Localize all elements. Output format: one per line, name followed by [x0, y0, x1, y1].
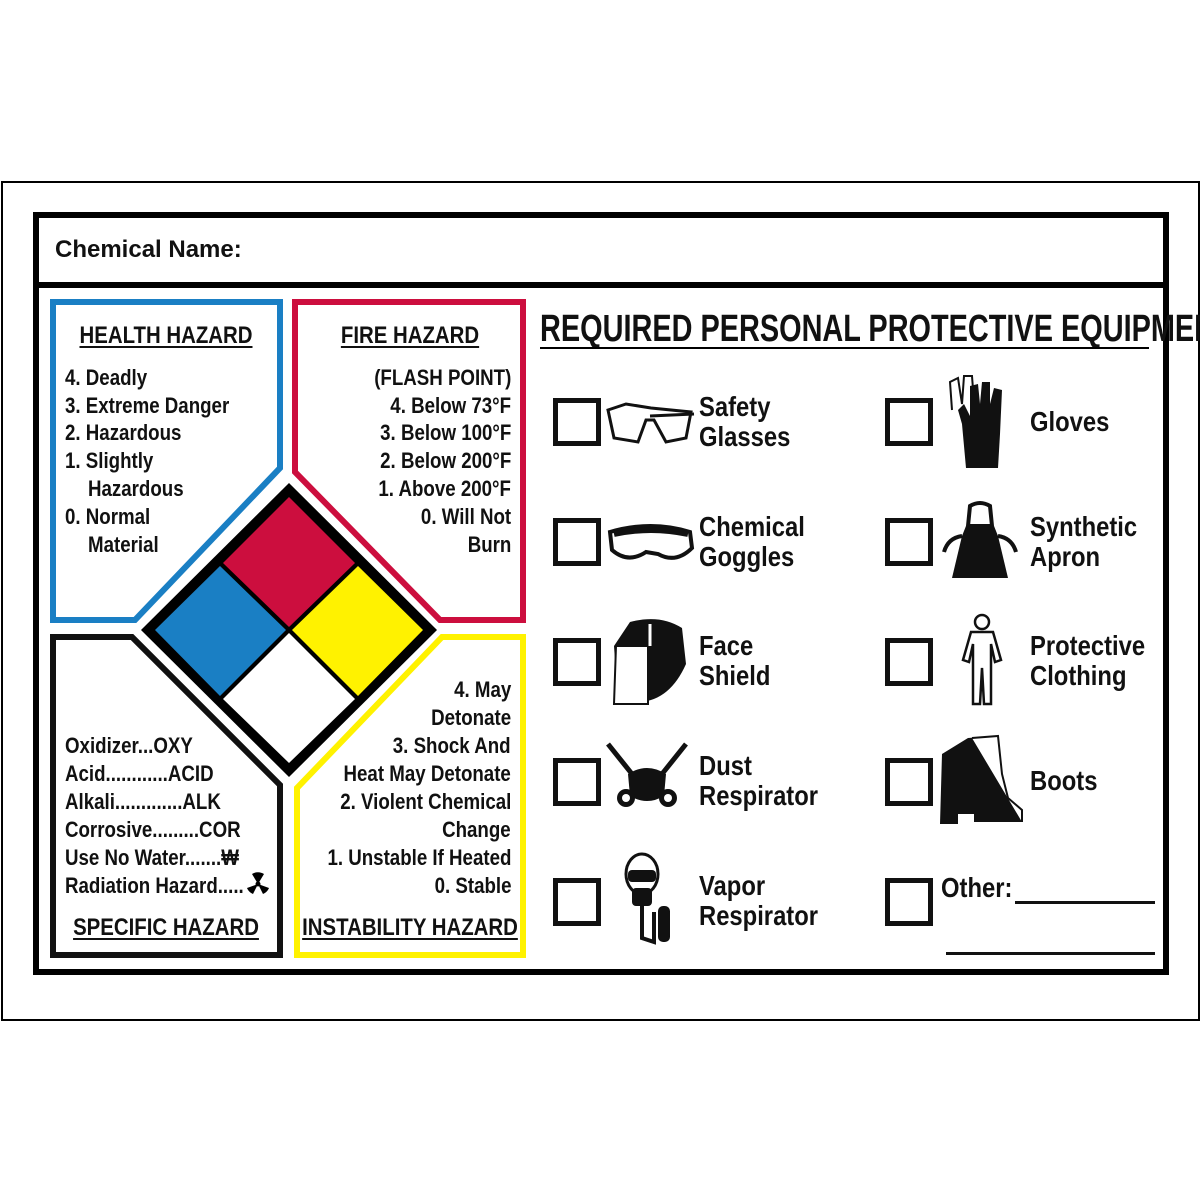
- other-write-line-2[interactable]: [946, 952, 1155, 955]
- diamond-outline: [141, 483, 437, 777]
- face-shield-checkbox[interactable]: [553, 638, 601, 686]
- radiation-icon: [247, 872, 269, 894]
- specific-item: Radiation Hazard.....: [65, 873, 244, 898]
- boots-checkbox[interactable]: [885, 758, 933, 806]
- vapor-respirator-icon: [624, 852, 670, 945]
- health-item: 4. Deadly: [65, 365, 148, 390]
- health-item: 2. Hazardous: [65, 420, 182, 445]
- health-item: 1. Slightly: [65, 448, 154, 473]
- instability-item: Heat May Detonate: [343, 761, 511, 786]
- fire-item: 2. Below 200°F: [379, 448, 511, 473]
- gloves-icon: [948, 375, 1002, 468]
- specific-item: Use No Water.......₩: [65, 845, 239, 870]
- label-inner-frame: [33, 212, 1169, 975]
- instability-item: 3. Shock And: [393, 733, 511, 758]
- diamond-fire: [223, 497, 355, 627]
- health-item: Material: [88, 532, 159, 557]
- instability-item: 4. May: [453, 677, 511, 702]
- chemical-goggles-checkbox[interactable]: [553, 518, 601, 566]
- face-shield-icon: [612, 619, 686, 705]
- fire-hazard-title: FIRE HAZARD: [340, 322, 480, 349]
- fire-item: Burn: [467, 532, 511, 557]
- specific-hazard-title: SPECIFIC HAZARD: [73, 914, 259, 941]
- safety-glasses-icon: [606, 402, 695, 444]
- specific-item: Alkali.............ALK: [65, 789, 221, 814]
- specific-panel: [50, 634, 283, 958]
- gloves-label: Gloves: [1030, 406, 1110, 437]
- dust-respirator-checkbox[interactable]: [553, 758, 601, 806]
- fire-item: 4. Below 73°F: [390, 393, 511, 418]
- instability-panel: [294, 634, 526, 958]
- divider: [39, 282, 1163, 288]
- health-item: 0. Normal: [65, 504, 151, 529]
- vapor-respirator-checkbox[interactable]: [553, 878, 601, 926]
- dust-respirator-icon: [606, 742, 688, 807]
- instability-item: Change: [442, 817, 511, 842]
- health-hazard-title: HEALTH HAZARD: [79, 322, 253, 349]
- goggles-icon: [607, 524, 695, 560]
- fire-item: 3. Below 100°F: [379, 420, 511, 445]
- instability-item: 0. Stable: [434, 873, 511, 898]
- gloves-checkbox[interactable]: [885, 398, 933, 446]
- fire-panel: [292, 299, 526, 623]
- instability-item: 2. Violent Chemical: [339, 789, 511, 814]
- synthetic-apron-checkbox[interactable]: [885, 518, 933, 566]
- chemical-name-label: Chemical Name:: [55, 236, 242, 263]
- ppe-title: REQUIRED PERSONAL PROTECTIVE EQUIPMENT: [540, 308, 1200, 350]
- health-item: 3. Extreme Danger: [65, 393, 230, 418]
- specific-item: Oxidizer...OXY: [65, 733, 193, 758]
- other-write-line[interactable]: [1015, 901, 1155, 904]
- safety-glasses-checkbox[interactable]: [553, 398, 601, 446]
- instability-hazard-title: INSTABILITY HAZARD: [302, 914, 518, 941]
- health-panel: [50, 299, 283, 623]
- instability-item: 1. Unstable If Heated: [327, 845, 511, 870]
- apron-icon: [942, 501, 1018, 578]
- diamond-instability: [292, 566, 423, 696]
- other-checkbox[interactable]: [885, 878, 933, 926]
- instability-item: Detonate: [430, 705, 511, 730]
- boots-icon: [940, 734, 1023, 824]
- other-label: Other:: [941, 872, 1013, 903]
- label-outer-border: [1, 181, 1200, 1021]
- fire-item: 1. Above 200°F: [378, 476, 511, 501]
- boots-label: Boots: [1030, 765, 1098, 796]
- specific-item: Acid............ACID: [65, 761, 214, 786]
- fire-item: 0. Will Not: [420, 504, 511, 529]
- diamond-health: [155, 566, 286, 696]
- health-item: Hazardous: [88, 476, 184, 501]
- specific-item: Corrosive.........COR: [65, 817, 241, 842]
- ppe-title-underline: [540, 347, 1149, 349]
- fire-item: (FLASH POINT): [373, 365, 511, 390]
- protective-clothing-checkbox[interactable]: [885, 638, 933, 686]
- diamond-special: [223, 633, 355, 763]
- protective-clothing-icon: [961, 613, 1003, 706]
